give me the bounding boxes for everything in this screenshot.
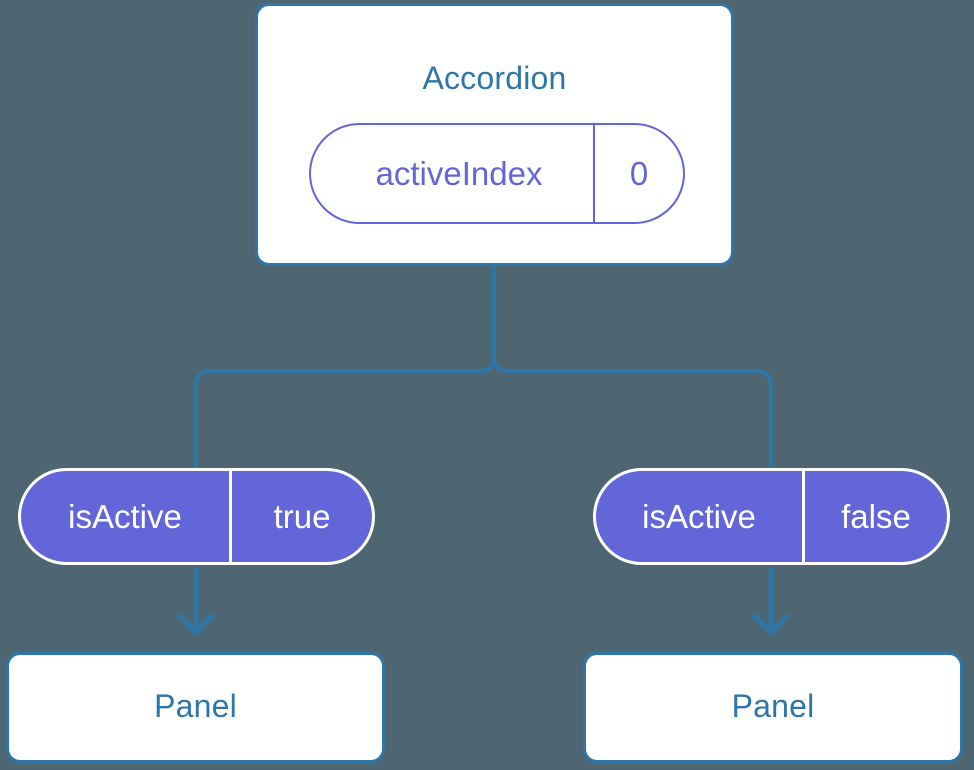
arrowhead-right-icon (752, 613, 790, 636)
accordion-title: Accordion (422, 60, 567, 96)
panel-left-title: Panel (154, 688, 237, 724)
panel-right-title: Panel (731, 688, 815, 724)
edge-root-to-right (492, 355, 773, 470)
accordion-node[interactable]: Accordion activeIndex 0 (255, 3, 734, 266)
prop-value-active-index: 0 (629, 154, 649, 192)
prop-value-is-active-right: false (841, 497, 911, 535)
prop-key-active-index: activeIndex (311, 125, 595, 222)
prop-key-is-active-left: isActive (21, 471, 232, 562)
prop-pill-is-active-right[interactable]: isActive false (593, 468, 950, 565)
edge-root-to-left (194, 355, 496, 470)
prop-pill-active-index[interactable]: activeIndex 0 (309, 123, 685, 224)
panel-node-left[interactable]: Panel (6, 652, 385, 763)
panel-node-right[interactable]: Panel (583, 652, 963, 763)
arrowhead-left-icon (177, 613, 215, 636)
prop-key-is-active-right: isActive (596, 471, 805, 562)
prop-value-is-active-left: true (273, 497, 331, 535)
prop-pill-is-active-left[interactable]: isActive true (18, 468, 375, 565)
